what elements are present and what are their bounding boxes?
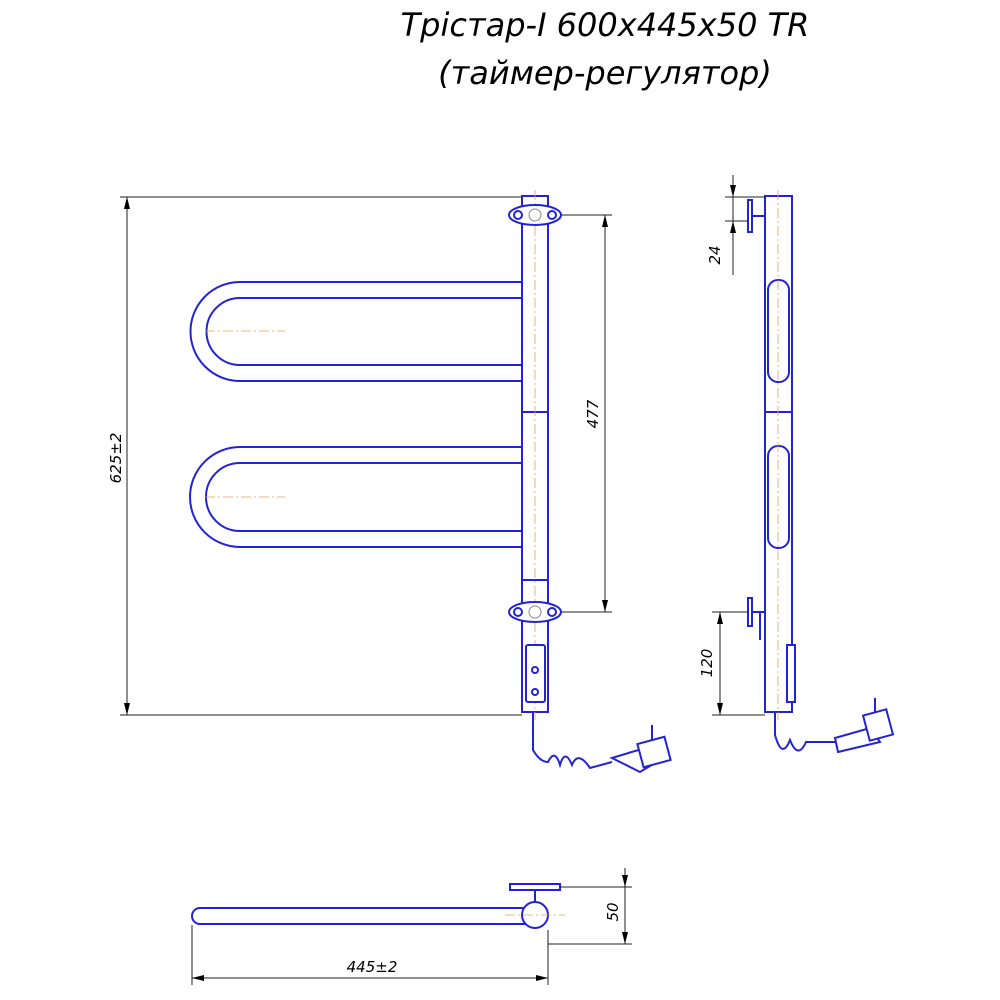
title-line1: Тріcтар-І 600х445х50 TR xyxy=(401,6,810,44)
side-view: 24 120 xyxy=(698,175,895,754)
side-controller xyxy=(786,644,796,703)
dim-top-offset-label: 24 xyxy=(706,245,724,264)
top-view: 50 445±2 xyxy=(191,868,632,985)
title-line2: (таймер-регулятор) xyxy=(438,54,772,92)
plug xyxy=(636,735,672,769)
mount-bottom xyxy=(508,601,562,623)
mount-top xyxy=(508,204,562,226)
dim-bottom-offset-label: 120 xyxy=(698,649,716,678)
dim-height-label: 625±2 xyxy=(107,433,125,484)
front-view: 625±2 477 xyxy=(107,190,672,774)
dim-depth-label: 50 xyxy=(604,902,622,921)
dim-width-label: 445±2 xyxy=(347,958,398,976)
dim-mount-label: 477 xyxy=(584,399,602,428)
